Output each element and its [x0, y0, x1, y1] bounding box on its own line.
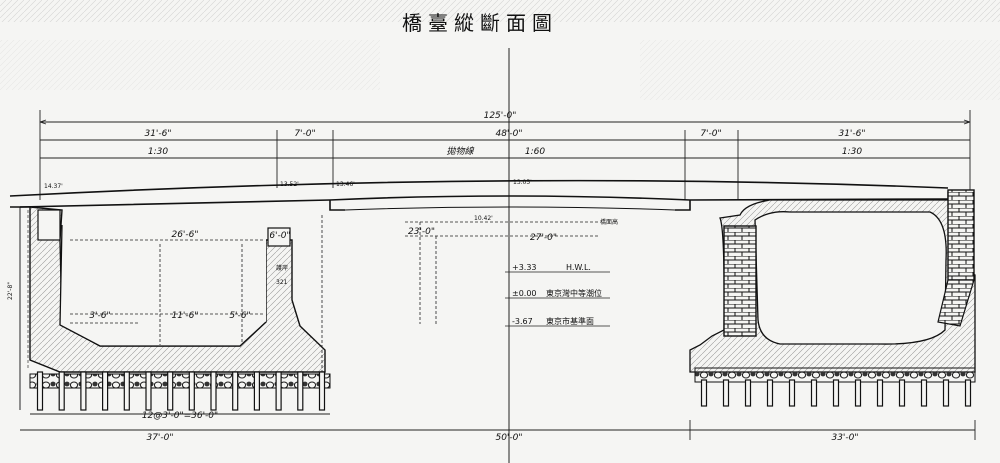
pile — [123, 371, 130, 411]
pile — [942, 379, 950, 407]
bottom-dimension-lines — [20, 413, 976, 440]
level-3-value: -3.67 — [512, 317, 533, 326]
elev-left-inner: 13.46' — [336, 181, 355, 188]
dim-left-approach: 31'-6" — [144, 129, 171, 139]
dim-right-short: 7'-0" — [700, 129, 721, 139]
dim-left-vertical: 22'-8" — [7, 282, 14, 300]
side-note: 橋面高 — [600, 218, 618, 226]
dim-23: 23'-0" — [408, 227, 435, 237]
right-pier-masonry — [723, 225, 757, 337]
dim-27: 27'-0" — [530, 233, 557, 243]
dim-center-span: 48'-0" — [495, 129, 522, 139]
background-faint-grid — [0, 0, 1000, 100]
dim-bottom-left: 37'-0" — [146, 433, 173, 443]
pile — [854, 379, 862, 407]
elev-center: 13.05' — [513, 179, 532, 186]
right-end-masonry — [947, 189, 975, 281]
dim-abutment-width: 26'-6" — [171, 230, 198, 240]
wall-label-a: 護岸 — [276, 264, 288, 272]
dim-inner-a: 3'-6" — [89, 311, 110, 321]
left-abutment — [10, 206, 326, 410]
level-ticks — [505, 271, 610, 327]
pile — [700, 379, 708, 407]
dim-inner-b: 11'-6" — [171, 311, 198, 321]
elev-left-end: 14.37' — [44, 183, 63, 190]
dim-overall: 125'-0" — [484, 111, 517, 121]
wall-label-b: 321 — [276, 279, 288, 286]
bridge-deck — [9, 179, 949, 211]
pile — [876, 379, 884, 407]
pile — [810, 379, 818, 407]
pile — [832, 379, 840, 407]
grade-right: 1:30 — [842, 147, 862, 157]
pile — [101, 371, 109, 411]
pile — [58, 371, 65, 411]
level-2-value: ±0.00 — [512, 289, 537, 298]
elev-center-small: 10.42' — [474, 215, 493, 222]
pile — [744, 379, 752, 407]
level-1-label: H.W.L. — [566, 263, 591, 272]
center-level-lines — [405, 221, 600, 324]
dim-inner-c: 5'-6" — [229, 311, 250, 321]
dim-pile-spacing: 12@3'-0"=36'-0" — [142, 411, 218, 421]
grade-center: 1:60 — [525, 147, 545, 157]
right-abutment — [689, 189, 976, 373]
pile — [210, 371, 217, 411]
pile — [253, 371, 260, 411]
pile — [297, 371, 304, 411]
pile — [920, 379, 928, 407]
dim-bottom-center: 50'-0" — [495, 433, 522, 443]
drawing-title: 橋臺縱斷面圖 — [402, 11, 558, 35]
dim-wall-top: 6'-0" — [269, 231, 290, 241]
left-interior-dims — [70, 215, 323, 410]
level-3-label: 東京市基準面 — [546, 316, 594, 326]
dim-right-approach: 31'-6" — [838, 129, 865, 139]
dim-left-short: 7'-0" — [294, 129, 315, 139]
pile — [788, 379, 796, 407]
pile — [80, 371, 87, 411]
pile — [766, 379, 774, 407]
pile — [275, 371, 282, 411]
pile — [318, 371, 326, 411]
right-piles — [700, 379, 972, 407]
dimension-lines — [39, 110, 971, 200]
left-piles — [36, 371, 326, 411]
pile — [188, 371, 195, 411]
level-1-value: +3.33 — [512, 263, 537, 272]
pile — [36, 371, 44, 411]
level-2-label: 東京灣中等潮位 — [546, 288, 602, 298]
pile — [232, 371, 239, 411]
left-rubble-bed — [29, 373, 331, 389]
grade-left: 1:30 — [148, 147, 168, 157]
pile — [145, 371, 152, 411]
pile — [722, 379, 730, 407]
center-curve-label: 拋物線 — [446, 146, 474, 157]
pile — [898, 379, 906, 407]
pile — [964, 379, 972, 407]
dim-bottom-right: 33'-0" — [831, 433, 858, 443]
pile — [167, 371, 174, 411]
